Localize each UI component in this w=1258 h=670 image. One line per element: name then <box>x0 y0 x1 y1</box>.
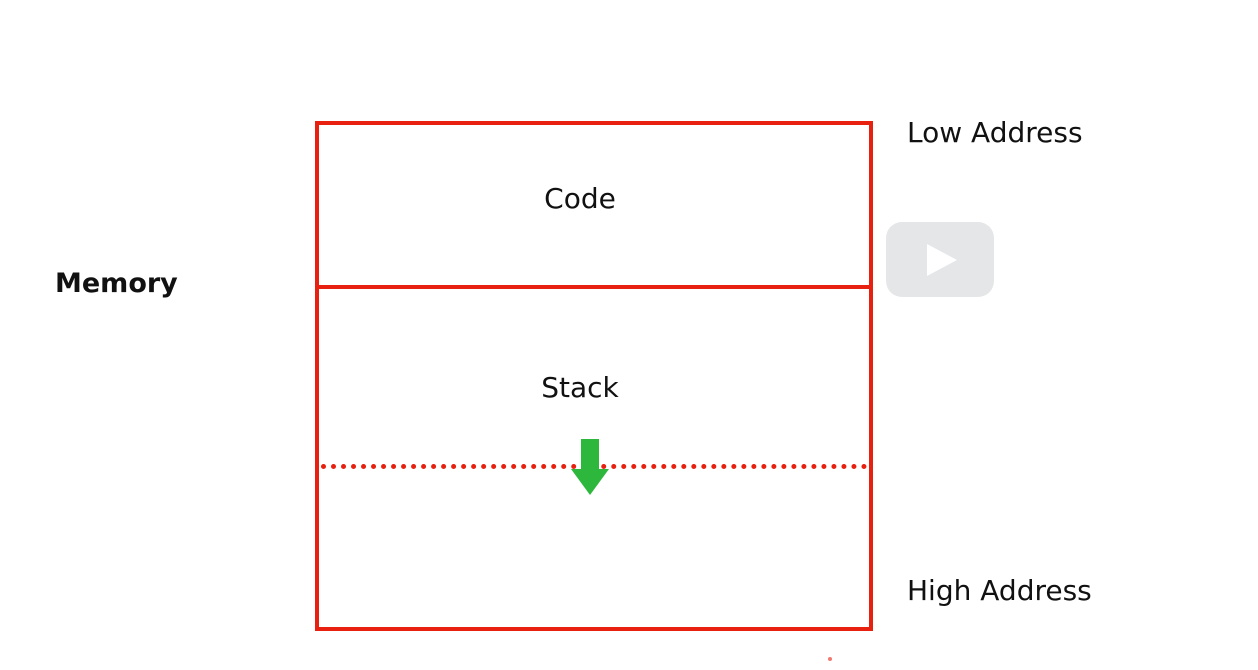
memory-block: Code Stack <box>315 121 873 631</box>
high-address-label: High Address <box>907 574 1092 607</box>
low-address-label: Low Address <box>907 116 1083 149</box>
cursor-dot <box>828 657 832 661</box>
video-play-button[interactable] <box>886 222 994 297</box>
down-arrow-icon <box>571 439 609 495</box>
code-segment-label: Code <box>544 182 616 215</box>
play-icon <box>927 244 957 276</box>
memory-label: Memory <box>55 268 178 299</box>
stack-segment-label: Stack <box>541 371 619 404</box>
code-stack-divider <box>319 285 869 289</box>
